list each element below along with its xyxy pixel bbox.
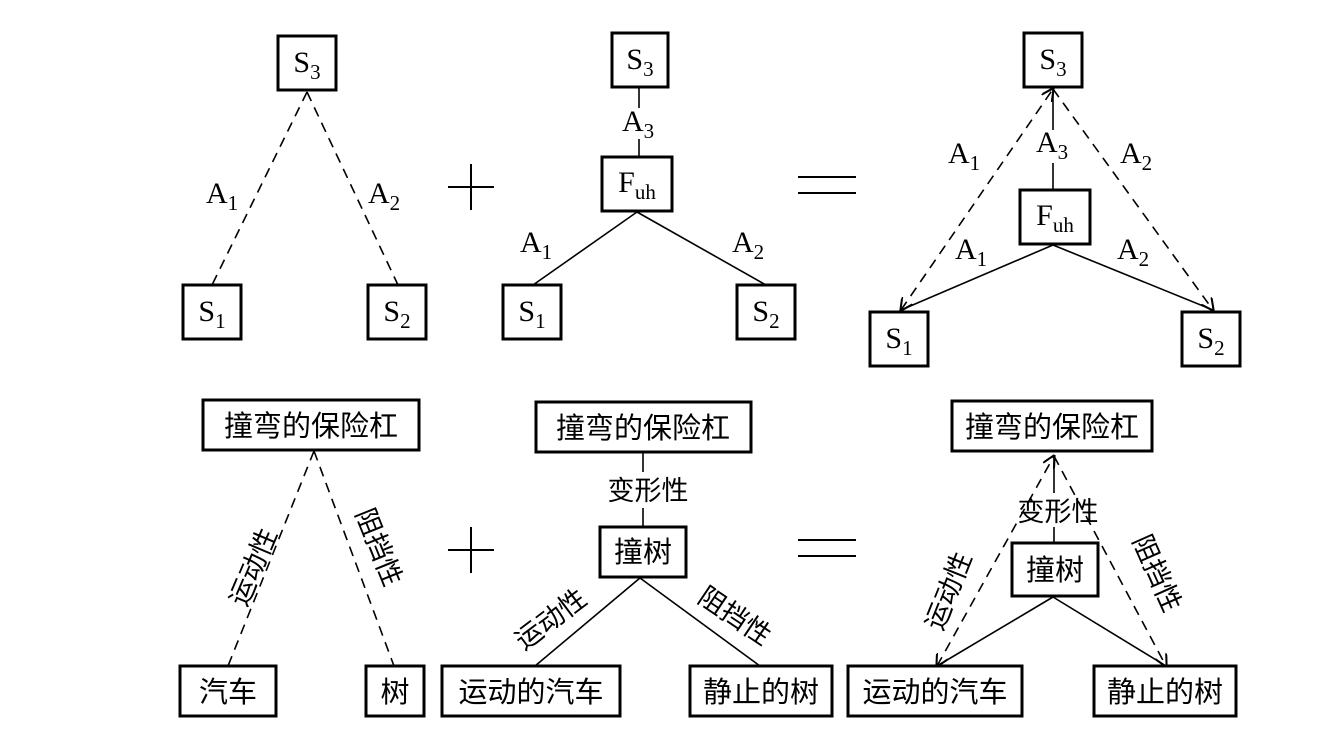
bottom-right-tree-label: 静止的树 bbox=[1107, 675, 1223, 709]
bottom-right-top-label: 撞弯的保险杠 bbox=[965, 410, 1139, 444]
bottom-left-model: 撞弯的保险杠 运动性 阻挡性 汽车 树 bbox=[178, 398, 426, 718]
top-equals-operator bbox=[798, 176, 856, 194]
bottom-right-dashed-motion bbox=[937, 456, 1054, 666]
top-left-s3: S3 bbox=[293, 46, 320, 84]
bottom-right-dashed-blocking bbox=[1053, 455, 1166, 666]
bottom-mid-field-box bbox=[598, 525, 688, 579]
top-plus-operator bbox=[448, 164, 494, 210]
bottom-mid-line-motion bbox=[534, 577, 641, 667]
bottom-left-dashed-motion bbox=[227, 450, 315, 667]
bottom-mid-line-blocking bbox=[639, 577, 761, 667]
bottom-mid-top-label: 撞弯的保险杠 bbox=[556, 411, 730, 445]
bottom-right-line-motion bbox=[936, 596, 1054, 667]
top-mid-a1-label: A1 bbox=[520, 226, 552, 264]
bottom-mid-deform-label: 变形性 bbox=[608, 476, 689, 507]
top-mid-a2-label: A2 bbox=[732, 226, 764, 264]
top-right-dashed-a2 bbox=[1052, 88, 1213, 310]
bottom-right-model: 撞弯的保险杠 变形性 撞树 运动性 阻挡性 运动的汽车 静止的树 bbox=[846, 399, 1238, 718]
bottom-left-car-label: 汽车 bbox=[199, 675, 257, 709]
top-right-f: Fuh bbox=[1036, 199, 1074, 237]
bottom-right-deform-label: 变形性 bbox=[1018, 497, 1099, 528]
bottom-left-car-box bbox=[178, 664, 278, 718]
top-left-s2-box bbox=[366, 283, 428, 341]
top-left-s2: S2 bbox=[383, 295, 410, 333]
bottom-left-tree-box bbox=[364, 664, 426, 718]
top-right-s2: S2 bbox=[1197, 322, 1224, 360]
top-left-a1-label: A1 bbox=[206, 177, 238, 215]
bottom-left-blocking-label: 阻挡性 bbox=[349, 504, 408, 591]
top-right-a3-label: A3 bbox=[1036, 126, 1068, 164]
top-right-s3-box bbox=[1022, 31, 1084, 89]
bottom-left-dashed-blocking bbox=[313, 450, 395, 667]
top-mid-s2-box bbox=[735, 283, 797, 341]
top-middle-model: S3 A3 Fuh A1 A2 S1 S2 bbox=[501, 31, 797, 341]
bottom-left-top-box bbox=[201, 398, 421, 452]
bottom-right-field-label: 撞树 bbox=[1026, 553, 1084, 587]
bottom-mid-tree-label: 静止的树 bbox=[703, 675, 819, 709]
bottom-right-car-label: 运动的汽车 bbox=[862, 675, 1007, 709]
top-mid-line-a2 bbox=[636, 211, 767, 286]
bottom-mid-top-box bbox=[534, 400, 753, 454]
top-mid-s1-box bbox=[501, 283, 563, 341]
top-right-s3: S3 bbox=[1039, 43, 1066, 81]
top-right-dashed-a1 bbox=[901, 89, 1053, 310]
top-right-s1: S1 bbox=[885, 322, 912, 360]
top-right-s2-box bbox=[1180, 310, 1242, 368]
top-left-dashed-a2 bbox=[306, 91, 399, 286]
top-right-model: S3 A3 Fuh A1 A2 A1 A2 S1 S2 bbox=[868, 31, 1242, 368]
top-right-a2-inner-label: A2 bbox=[1117, 233, 1149, 271]
bottom-right-line-blocking bbox=[1052, 596, 1167, 667]
bottom-middle-model: 撞弯的保险杠 变形性 撞树 运动性 阻挡性 运动的汽车 静止的树 bbox=[440, 400, 834, 718]
top-mid-s3-box bbox=[610, 31, 670, 89]
top-mid-s3: S3 bbox=[626, 43, 653, 81]
bottom-mid-tree-box bbox=[688, 664, 834, 718]
top-left-model: S3 S1 S2 A1 A2 bbox=[181, 34, 428, 341]
top-right-a1-inner-label: A1 bbox=[955, 233, 987, 271]
top-right-a2-outer-label: A2 bbox=[1120, 137, 1152, 175]
bottom-equals-operator bbox=[798, 539, 856, 557]
bottom-right-blocking-label: 阻挡性 bbox=[1126, 530, 1187, 617]
top-right-s1-box bbox=[868, 310, 930, 368]
top-right-a1-outer-label: A1 bbox=[948, 137, 980, 175]
bottom-mid-car-box bbox=[440, 664, 622, 718]
bottom-right-motion-label: 运动性 bbox=[920, 548, 979, 635]
bottom-right-tree-box bbox=[1092, 664, 1238, 718]
top-right-f-box bbox=[1018, 188, 1092, 246]
top-mid-f-box bbox=[600, 155, 674, 213]
top-left-dashed-a1 bbox=[211, 91, 308, 286]
bottom-mid-car-label: 运动的汽车 bbox=[458, 675, 603, 709]
top-left-a2-label: A2 bbox=[368, 177, 400, 215]
bottom-right-top-box bbox=[950, 399, 1154, 453]
bottom-right-car-box bbox=[846, 664, 1024, 718]
bottom-mid-blocking-label: 阻挡性 bbox=[692, 581, 776, 652]
bottom-left-tree-label: 树 bbox=[380, 675, 409, 709]
bottom-left-motion-label: 运动性 bbox=[224, 524, 284, 611]
bottom-mid-field-label: 撞树 bbox=[614, 535, 672, 569]
top-right-line-a1 bbox=[900, 244, 1054, 311]
bottom-mid-motion-label: 运动性 bbox=[510, 583, 593, 657]
top-left-s3-box bbox=[276, 34, 338, 92]
bottom-right-field-box bbox=[1010, 541, 1100, 598]
top-mid-s1: S1 bbox=[518, 295, 545, 333]
top-mid-line-a1 bbox=[532, 211, 638, 286]
bottom-left-top-label: 撞弯的保险杠 bbox=[224, 409, 398, 443]
top-left-s1-box bbox=[181, 283, 243, 341]
top-mid-s2: S2 bbox=[752, 295, 779, 333]
top-right-line-a2 bbox=[1052, 244, 1214, 311]
top-left-s1: S1 bbox=[198, 295, 225, 333]
top-mid-a3-label: A3 bbox=[622, 105, 654, 143]
top-mid-f: Fuh bbox=[618, 166, 656, 204]
bottom-plus-operator bbox=[448, 527, 494, 573]
